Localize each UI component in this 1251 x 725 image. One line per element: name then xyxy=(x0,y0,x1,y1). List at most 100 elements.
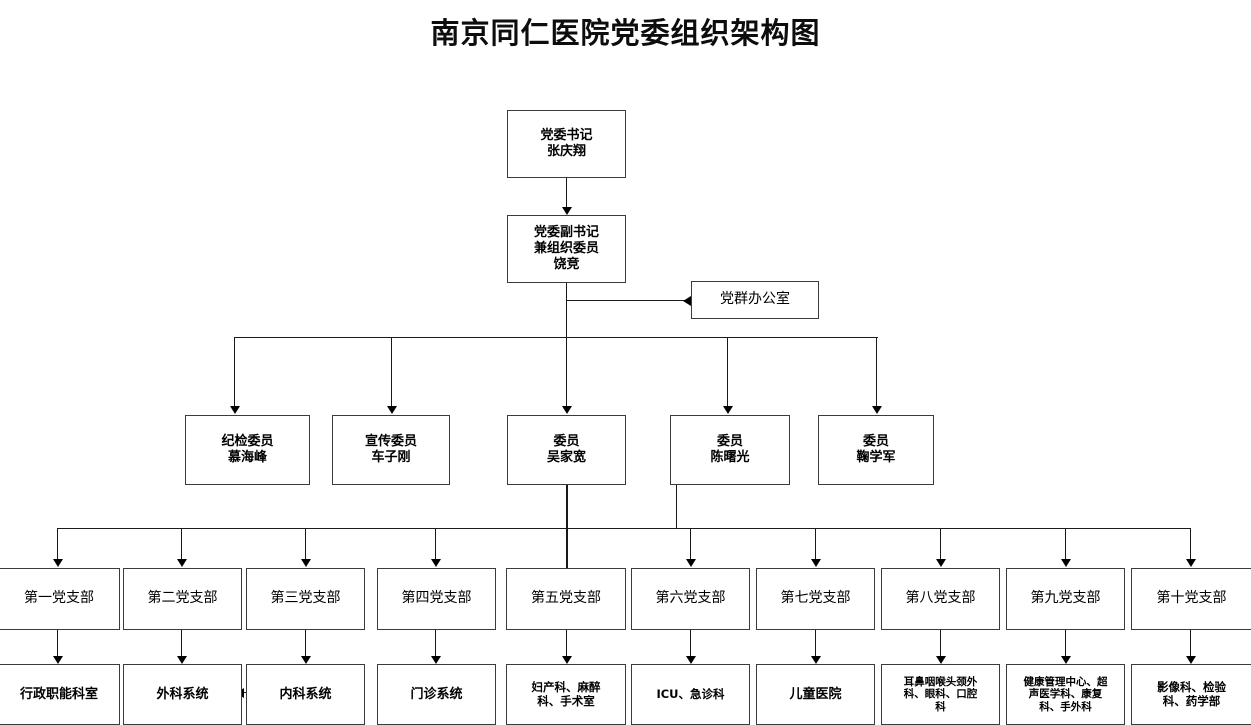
node-department-0[interactable]: 行政职能科室 xyxy=(0,664,120,725)
department-8-line-0: 健康管理中心、超 xyxy=(1023,675,1108,688)
department-3-line-0: 门诊系统 xyxy=(410,686,463,702)
connector-bus-to-committee-2 xyxy=(566,337,568,409)
deputy-secretary-role2: 兼组织委员 xyxy=(533,241,599,257)
deputy-secretary-role: 党委副书记 xyxy=(533,225,599,241)
node-department-5[interactable]: ICU、急诊科 xyxy=(631,664,750,725)
branch-7-label: 第八党支部 xyxy=(905,590,976,607)
arrowhead-department-2 xyxy=(301,656,311,664)
branch-9-label: 第十党支部 xyxy=(1156,590,1227,607)
department-9-line-0: 影像科、检验 xyxy=(1157,679,1226,694)
committee-1-name: 车子刚 xyxy=(371,450,411,465)
node-department-1[interactable]: 外科系统 xyxy=(123,664,242,725)
connector-deputy-trunk xyxy=(566,283,568,338)
node-branch-8[interactable]: 第九党支部 xyxy=(1006,568,1125,630)
connector-bus-to-branch-3 xyxy=(435,528,437,562)
node-department-9[interactable]: 影像科、检验 科、药学部 xyxy=(1131,664,1251,725)
department-4-line-0: 妇产科、麻醉 xyxy=(531,679,601,694)
connector-committee-3-to-bus xyxy=(676,485,678,529)
node-department-4[interactable]: 妇产科、麻醉 科、手术室 xyxy=(506,664,626,725)
arrowhead-committee-4 xyxy=(872,406,882,414)
committee-0-role: 纪检委员 xyxy=(221,434,274,450)
node-committee-member-3[interactable]: 委员 陈曙光 xyxy=(670,415,790,485)
node-committee-member-1[interactable]: 宣传委员 车子刚 xyxy=(332,415,450,485)
node-branch-0[interactable]: 第一党支部 xyxy=(0,568,120,630)
branch-4-label: 第五党支部 xyxy=(531,590,601,607)
branch-2-label: 第三党支部 xyxy=(270,590,341,607)
node-committee-member-4[interactable]: 委员 鞠学军 xyxy=(818,415,934,485)
committee-4-name: 鞠学军 xyxy=(856,450,896,465)
arrowhead-branch-8 xyxy=(1061,559,1071,567)
node-branch-9[interactable]: 第十党支部 xyxy=(1131,568,1251,630)
party-secretary-name: 张庆翔 xyxy=(546,144,586,159)
node-branch-4[interactable]: 第五党支部 xyxy=(506,568,626,630)
arrowhead-department-9 xyxy=(1186,656,1196,664)
node-branch-1[interactable]: 第二党支部 xyxy=(123,568,242,630)
connector-branch-2-to-department-2 xyxy=(305,630,307,659)
node-department-7[interactable]: 耳鼻咽喉头颈外 科、眼科、口腔 科 xyxy=(881,664,1000,725)
party-office-label: 党群办公室 xyxy=(720,291,790,308)
node-branch-6[interactable]: 第七党支部 xyxy=(756,568,875,630)
node-committee-member-2[interactable]: 委员 吴家宽 xyxy=(507,415,626,485)
branch-3-label: 第四党支部 xyxy=(401,590,472,607)
committee-3-name: 陈曙光 xyxy=(710,450,750,465)
node-committee-member-0[interactable]: 纪检委员 慕海峰 xyxy=(185,415,310,485)
branch-bus xyxy=(57,528,1190,530)
department-2-line-0: 内科系统 xyxy=(279,686,332,702)
page-title: 南京同仁医院党委组织架构图 xyxy=(430,16,821,50)
connector-bus-to-branch-5 xyxy=(690,528,692,562)
department-1-line-0: 外科系统 xyxy=(156,686,209,702)
branch-5-label: 第六党支部 xyxy=(655,590,726,607)
department-7-line-0: 耳鼻咽喉头颈外 xyxy=(903,675,978,688)
branch-8-label: 第九党支部 xyxy=(1030,590,1101,607)
connector-bus-to-branch-6 xyxy=(815,528,817,562)
node-department-6[interactable]: 儿童医院 xyxy=(756,664,875,725)
node-branch-2[interactable]: 第三党支部 xyxy=(246,568,365,630)
node-branch-5[interactable]: 第六党支部 xyxy=(631,568,750,630)
node-branch-3[interactable]: 第四党支部 xyxy=(377,568,496,630)
connector-bus-to-branch-7 xyxy=(940,528,942,562)
connector-bus-to-committee-1 xyxy=(391,337,393,409)
department-9-line-1: 科、药学部 xyxy=(1162,693,1221,708)
connector-bus-to-committee-4 xyxy=(876,337,878,409)
branch-6-label: 第七党支部 xyxy=(780,590,851,607)
node-deputy-secretary[interactable]: 党委副书记 兼组织委员 饶竞 xyxy=(507,215,626,283)
arrowhead-branch-0 xyxy=(53,559,63,567)
branch-1-label: 第二党支部 xyxy=(147,590,218,607)
connector-bus-to-branch-2 xyxy=(305,528,307,562)
node-department-8[interactable]: 健康管理中心、超 声医学科、康复 科、手外科 xyxy=(1006,664,1125,725)
connector-branch-0-to-department-0 xyxy=(57,630,59,659)
connector-branch-6-to-department-6 xyxy=(815,630,817,659)
arrowhead-department-1 xyxy=(177,656,187,664)
department-4-line-1: 科、手术室 xyxy=(537,693,595,708)
arrowhead-branch-7 xyxy=(936,559,946,567)
arrowhead-committee-2 xyxy=(562,406,572,414)
connector-branch-3-to-department-3 xyxy=(435,630,437,659)
arrowhead-department-0 xyxy=(53,656,63,664)
deputy-secretary-name: 饶竞 xyxy=(553,256,580,272)
arrowhead-to-deputy xyxy=(562,207,572,215)
committee-1-role: 宣传委员 xyxy=(364,434,417,450)
connector-branch-4-to-department-4 xyxy=(566,630,568,659)
arrowhead-committee-0 xyxy=(230,406,240,414)
committee-3-role: 委员 xyxy=(716,434,743,450)
committee-0-name: 慕海峰 xyxy=(227,450,267,465)
arrowhead-branch-6 xyxy=(811,559,821,567)
arrowhead-department-3 xyxy=(431,656,441,664)
department-7-line-2: 科 xyxy=(935,700,946,713)
node-party-secretary[interactable]: 党委书记 张庆翔 xyxy=(507,110,626,178)
arrowhead-to-party-office xyxy=(683,296,691,306)
department-7-line-1: 科、眼科、口腔 xyxy=(903,688,978,701)
department-0-line-0: 行政职能科室 xyxy=(19,686,98,702)
connector-secretary-to-deputy xyxy=(566,178,568,210)
arrowhead-department-6 xyxy=(811,656,821,664)
department-8-line-2: 科、手外科 xyxy=(1039,700,1092,713)
arrowhead-branch-1 xyxy=(177,559,187,567)
arrowhead-department-7 xyxy=(936,656,946,664)
node-department-3[interactable]: 门诊系统 xyxy=(377,664,496,725)
connector-bus-to-branch-0 xyxy=(57,528,59,562)
node-department-2[interactable]: 内科系统 xyxy=(246,664,365,725)
node-party-office[interactable]: 党群办公室 xyxy=(691,281,819,319)
node-branch-7[interactable]: 第八党支部 xyxy=(881,568,1000,630)
connector-branch-9-to-department-9 xyxy=(1190,630,1192,659)
arrowhead-branch-3 xyxy=(431,559,441,567)
